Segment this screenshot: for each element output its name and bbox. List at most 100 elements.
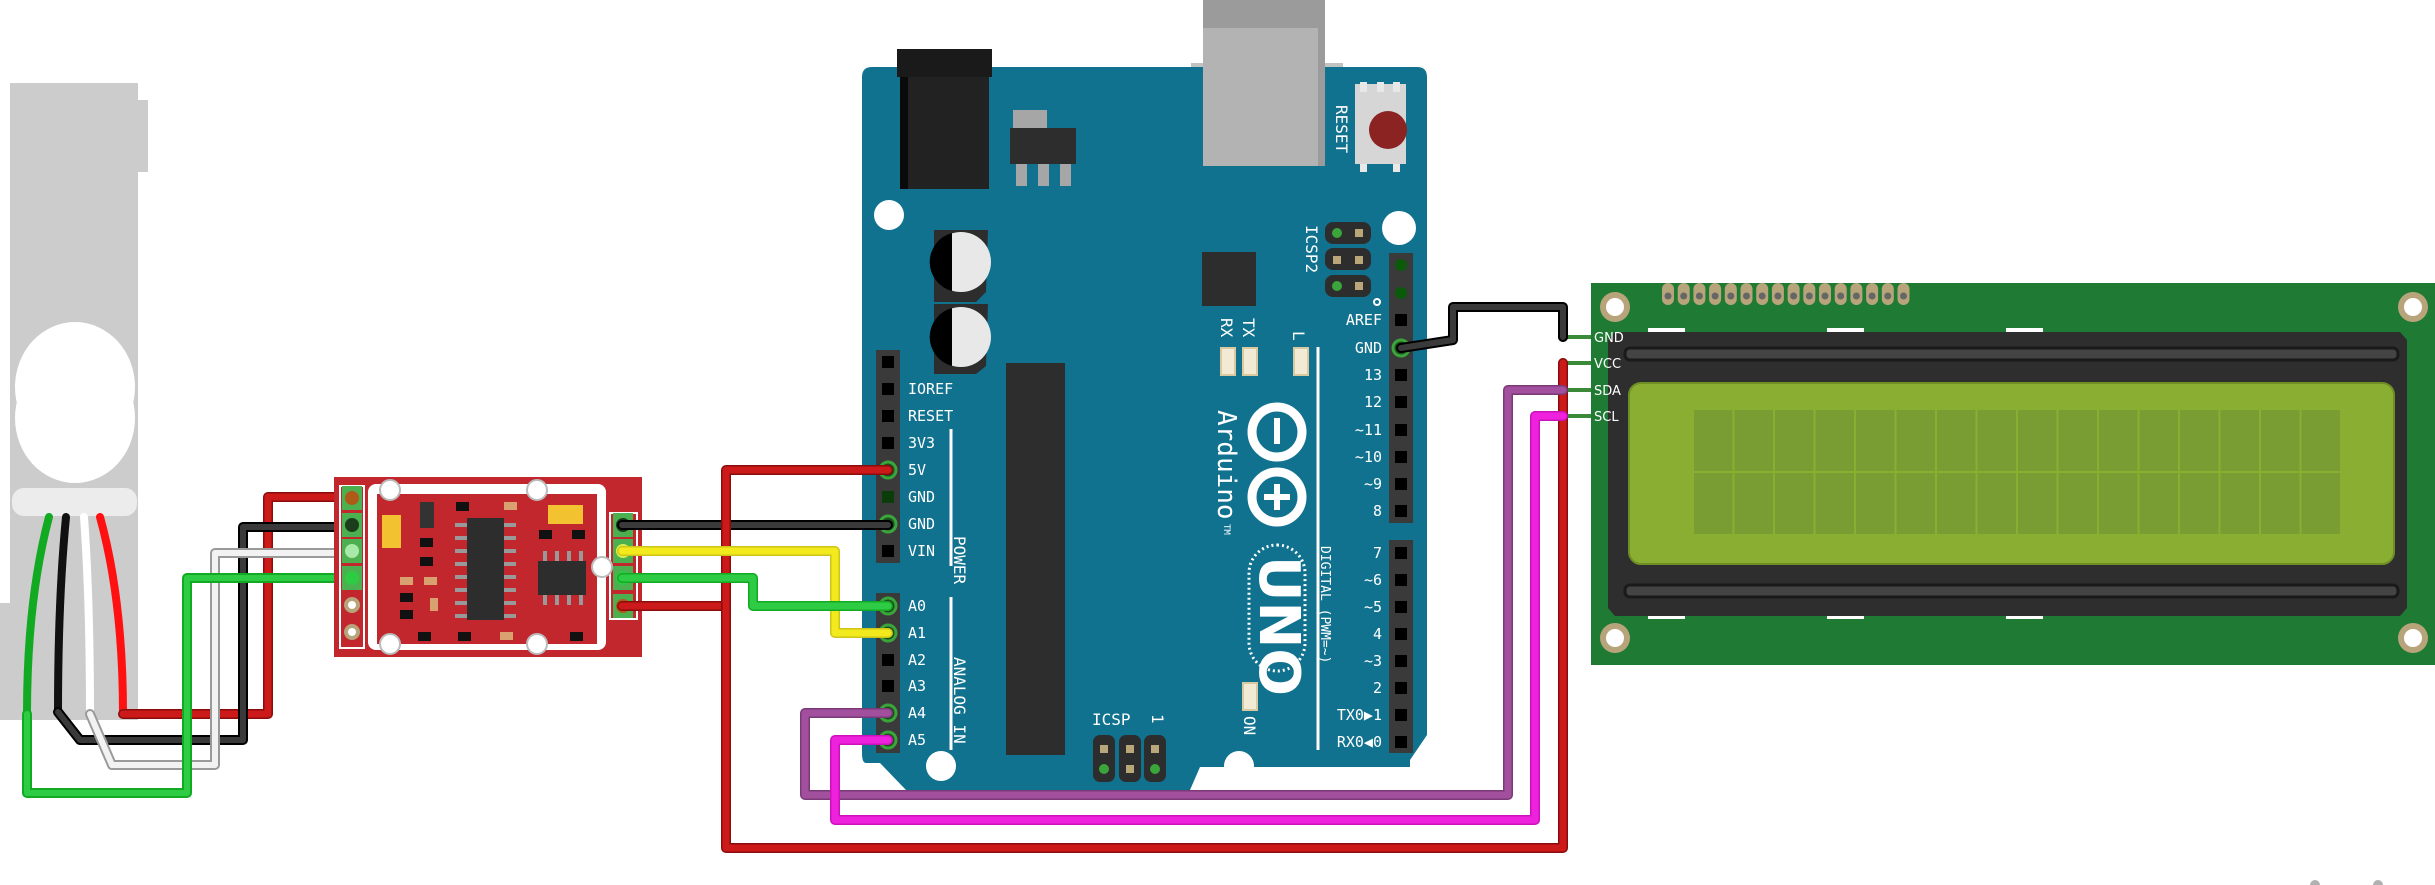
- lcd-char-cell: [2220, 410, 2259, 471]
- lcd-char-cell: [2099, 410, 2138, 471]
- arduino-pin-label: GND: [908, 488, 935, 506]
- icsp-header: [1119, 735, 1141, 782]
- hx711-left-pin[interactable]: [345, 491, 359, 505]
- usb-body: [1203, 67, 1325, 166]
- arduino-pin-d4[interactable]: [1395, 655, 1407, 667]
- arduino-mount-hole: [926, 751, 956, 781]
- arduino-pin-d-9[interactable]: [1395, 478, 1407, 490]
- regulator-leg: [1016, 164, 1027, 186]
- arduino-pin-reset[interactable]: [882, 410, 894, 422]
- arduino-pin-sda[interactable]: [1395, 287, 1407, 299]
- chip-leg: [504, 549, 516, 553]
- wire-red-ep: [119, 493, 352, 718]
- arduino-pin-d2[interactable]: [1395, 601, 1407, 613]
- lcd-char-cell: [1694, 410, 1733, 471]
- lcd-header-pin-hole: [1790, 292, 1798, 300]
- arduino-pin-label: 4: [1373, 625, 1382, 643]
- power-jack-edge: [900, 77, 908, 189]
- arduino-pin-label: 2: [1373, 679, 1382, 697]
- on-label: ON: [1240, 716, 1259, 735]
- hx711-smd: [418, 632, 431, 641]
- lcd-clip: [1827, 615, 1864, 619]
- usb-connector-top: [1203, 0, 1325, 28]
- arduino-pin-nc[interactable]: [882, 356, 894, 368]
- arduino-pin-d-11[interactable]: [1395, 424, 1407, 436]
- arduino-pin-gnd[interactable]: [882, 491, 894, 503]
- rx-led: [1220, 347, 1236, 376]
- arduino-pin-d-13[interactable]: [1395, 369, 1407, 381]
- lcd-char-cell: [1977, 410, 2016, 471]
- digital-group-label: DIGITAL (PWM=~): [1317, 546, 1332, 663]
- lcd-pin-label: GND: [1594, 331, 1624, 346]
- lcd-mount-hole-inner: [2404, 629, 2422, 647]
- arduino-pin-scl[interactable]: [1395, 259, 1407, 271]
- arduino-pin-d-10[interactable]: [1395, 451, 1407, 463]
- arduino-pin-d-12[interactable]: [1395, 396, 1407, 408]
- load-cell: [0, 83, 148, 720]
- arduino-pin-label: ~11: [1355, 421, 1382, 439]
- hx711-smd: [539, 530, 552, 539]
- icsp2-pin: [1355, 256, 1363, 264]
- lcd-clip: [1648, 615, 1685, 619]
- arduino-pin-label: 7: [1373, 544, 1382, 562]
- hx711-transistor: [420, 502, 434, 528]
- lcd-char-cell: [2018, 473, 2057, 534]
- reset-label: RESET: [1332, 105, 1351, 154]
- chip-leg: [543, 551, 547, 561]
- arduino-logo: [1247, 402, 1307, 527]
- tx-label: TX: [1239, 318, 1258, 338]
- voltage-regulator: [1010, 128, 1076, 164]
- load-cell-wires: [22, 492, 353, 798]
- arduino-pin-d0[interactable]: [1395, 547, 1407, 559]
- lcd-header-pin-hole: [1868, 292, 1876, 300]
- load-cell-red-lead: [96, 513, 127, 718]
- hx711-left-pin[interactable]: [345, 571, 359, 585]
- lcd-char-cell: [2180, 410, 2219, 471]
- hx711-smd: [400, 593, 413, 602]
- arduino-pin-3v3[interactable]: [882, 437, 894, 449]
- arduino-pin-label: GND: [908, 515, 935, 533]
- load-cell-tab-top: [138, 100, 148, 172]
- reset-button-lead: [1393, 82, 1400, 92]
- chip-leg: [455, 562, 467, 566]
- icsp2-pin1-marker: [1373, 298, 1381, 306]
- arduino-pin-d1[interactable]: [1395, 574, 1407, 586]
- arduino-pin-d-aref[interactable]: [1395, 314, 1407, 326]
- lcd-char-cell: [2220, 473, 2259, 534]
- arduino-pin-a3[interactable]: [882, 680, 894, 692]
- analog-header: [876, 593, 900, 753]
- arduino-pin-d-8[interactable]: [1395, 505, 1407, 517]
- arduino-pin-d3[interactable]: [1395, 628, 1407, 640]
- hx711-left-pin[interactable]: [345, 518, 359, 532]
- lcd-char-cell: [1775, 410, 1814, 471]
- arduino-pin-d7[interactable]: [1395, 736, 1407, 748]
- hx711-left-pin-hole: [348, 628, 356, 636]
- chip-leg: [504, 523, 516, 527]
- lcd-char-cell: [1815, 473, 1854, 534]
- arduino-pin-vin[interactable]: [882, 545, 894, 557]
- arduino-pin-d6[interactable]: [1395, 709, 1407, 721]
- regulator-leg: [1060, 164, 1071, 186]
- arduino-pin-label: A0: [908, 597, 926, 615]
- reset-button[interactable]: [1369, 111, 1407, 149]
- lcd-character-cells: [1694, 410, 2340, 534]
- arduino-pin-label: AREF: [1346, 311, 1382, 329]
- arduino-pin-ioref[interactable]: [882, 383, 894, 395]
- arduino-pin-d5[interactable]: [1395, 682, 1407, 694]
- hx711-tantalum-cap: [548, 505, 583, 524]
- arduino-pin-label: RX0◀0: [1337, 733, 1382, 751]
- lcd-clip: [1648, 328, 1685, 332]
- load-cell-green-lead: [23, 513, 53, 718]
- usb-body-shade: [1318, 67, 1325, 166]
- hx711-smd: [570, 632, 583, 641]
- arduino-pin-a2[interactable]: [882, 654, 894, 666]
- chip-leg: [543, 595, 547, 605]
- lcd-char-cell: [2301, 473, 2340, 534]
- hx711-left-pin[interactable]: [345, 544, 359, 558]
- atmega-chip: [1006, 363, 1065, 755]
- wire-lcd-gnd: [1398, 304, 1566, 351]
- lcd-header-pin-hole: [1837, 292, 1845, 300]
- lcd-char-cell: [1815, 410, 1854, 471]
- icsp2-label: ICSP2: [1302, 225, 1321, 273]
